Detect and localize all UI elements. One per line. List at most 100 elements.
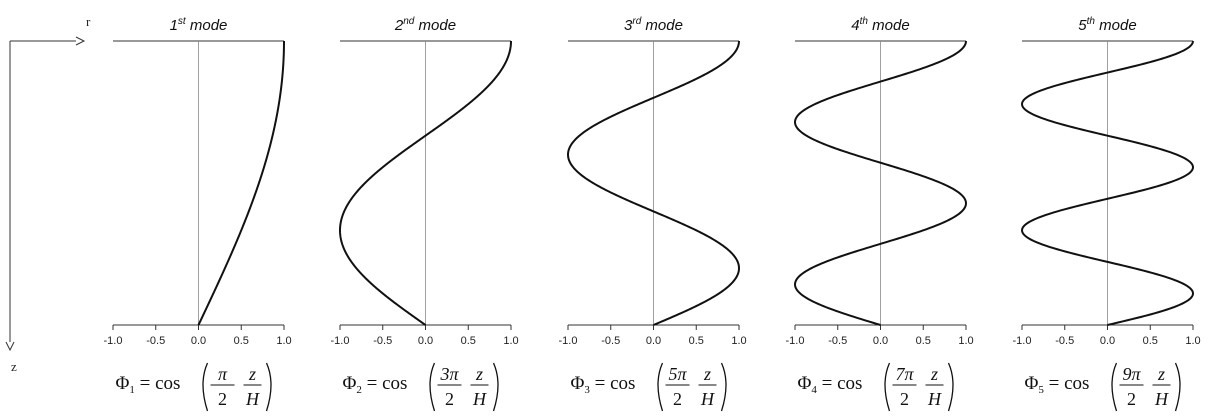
equation-lhs: Φ5 = cos — [1025, 373, 1090, 396]
x-tick-label: -0.5 — [146, 335, 165, 347]
phi-subscript: 5 — [1038, 384, 1044, 396]
equation-lhs: Φ2 = cos — [343, 373, 408, 396]
x-tick-label: 0.0 — [191, 335, 206, 347]
frac1-denominator: 2 — [1127, 389, 1136, 409]
equation-lhs: Φ4 = cos — [798, 373, 863, 396]
frac2-numerator: z — [930, 364, 938, 384]
mode-shape-curve — [794, 40, 968, 326]
x-tick-label: 0.0 — [418, 335, 433, 347]
mode-shape-curve — [197, 41, 285, 326]
title-rest: mode — [868, 17, 910, 34]
phi-subscript: 1 — [129, 384, 135, 396]
frac2-denominator: H — [700, 389, 715, 409]
frac1-denominator: 2 — [445, 389, 454, 409]
mode-shape-curve — [338, 40, 512, 326]
left-paren — [429, 362, 436, 412]
title-rest: mode — [1095, 17, 1137, 34]
title-superscript: th — [1087, 16, 1096, 27]
frac1-denominator: 2 — [218, 389, 227, 409]
frac1-denominator: 2 — [900, 389, 909, 409]
x-tick-label: 0.0 — [646, 335, 661, 347]
equation-lhs: Φ1 = cos — [116, 373, 181, 396]
title-superscript: nd — [403, 16, 415, 27]
left-paren — [884, 362, 891, 412]
title-superscript: th — [860, 16, 869, 27]
x-tick-label: 0.5 — [916, 335, 931, 347]
title-base: 4 — [851, 17, 859, 34]
x-tick-label: -1.0 — [1013, 335, 1032, 347]
x-tick-label: 1.0 — [1185, 335, 1200, 347]
right-paren — [720, 362, 727, 412]
right-paren — [947, 362, 954, 412]
phi-symbol: Φ — [1025, 373, 1039, 394]
title-base: 5 — [1078, 17, 1087, 34]
x-tick-label: -1.0 — [104, 335, 123, 347]
x-tick-label: 1.0 — [958, 335, 973, 347]
z-axis-arrowhead — [5, 341, 15, 352]
title-rest: mode — [414, 17, 456, 34]
frac2-denominator: H — [245, 389, 260, 409]
x-tick-label: 1.0 — [731, 335, 746, 347]
frac1-denominator: 2 — [673, 389, 682, 409]
x-tick-label: 1.0 — [503, 335, 518, 347]
phi-subscript: 3 — [584, 384, 590, 396]
x-tick-label: 0.0 — [873, 335, 888, 347]
equals-cos: = cos — [590, 373, 636, 394]
left-paren — [202, 362, 209, 412]
phi-symbol: Φ — [116, 373, 130, 394]
x-tick-label: 0.0 — [1100, 335, 1115, 347]
mode-shape-curve — [566, 40, 741, 326]
x-tick-label: -0.5 — [373, 335, 392, 347]
equals-cos: = cos — [362, 373, 408, 394]
title-superscript: rd — [632, 16, 641, 27]
title-base: 3 — [624, 17, 633, 34]
panel-title: 1st mode — [170, 16, 228, 34]
title-rest: mode — [641, 17, 683, 34]
panel-title: 2nd mode — [394, 16, 456, 34]
title-base: 1 — [170, 17, 178, 34]
frac1-numerator: π — [218, 364, 228, 384]
phi-subscript: 4 — [811, 384, 817, 396]
frac1-numerator: 9π — [1122, 364, 1141, 384]
x-tick-label: 0.5 — [461, 335, 476, 347]
z-axis-label: z — [11, 359, 17, 374]
right-paren — [492, 362, 499, 412]
right-paren — [265, 362, 272, 412]
equals-cos: = cos — [1044, 373, 1090, 394]
x-tick-label: -0.5 — [1055, 335, 1074, 347]
x-tick-label: 0.5 — [689, 335, 704, 347]
mode-shape-curve — [1020, 40, 1194, 326]
panel-title: 3rd mode — [624, 16, 683, 34]
left-paren — [657, 362, 664, 412]
panel-title: 4th mode — [851, 16, 909, 34]
right-paren — [1174, 362, 1181, 412]
phi-subscript: 2 — [356, 384, 362, 396]
title-superscript: st — [178, 16, 187, 27]
x-tick-label: 0.5 — [234, 335, 249, 347]
frac2-numerator: z — [1157, 364, 1165, 384]
x-tick-label: 1.0 — [276, 335, 291, 347]
x-tick-label: -0.5 — [828, 335, 847, 347]
frac2-denominator: H — [927, 389, 942, 409]
equals-cos: = cos — [817, 373, 863, 394]
equals-cos: = cos — [135, 373, 181, 394]
r-axis-arrowhead — [75, 36, 86, 46]
left-paren — [1111, 362, 1118, 412]
frac1-numerator: 5π — [668, 364, 687, 384]
x-tick-label: -1.0 — [331, 335, 350, 347]
frac1-numerator: 3π — [439, 364, 459, 384]
title-base: 2 — [394, 17, 404, 34]
x-tick-label: 0.5 — [1143, 335, 1158, 347]
frac2-numerator: z — [703, 364, 711, 384]
